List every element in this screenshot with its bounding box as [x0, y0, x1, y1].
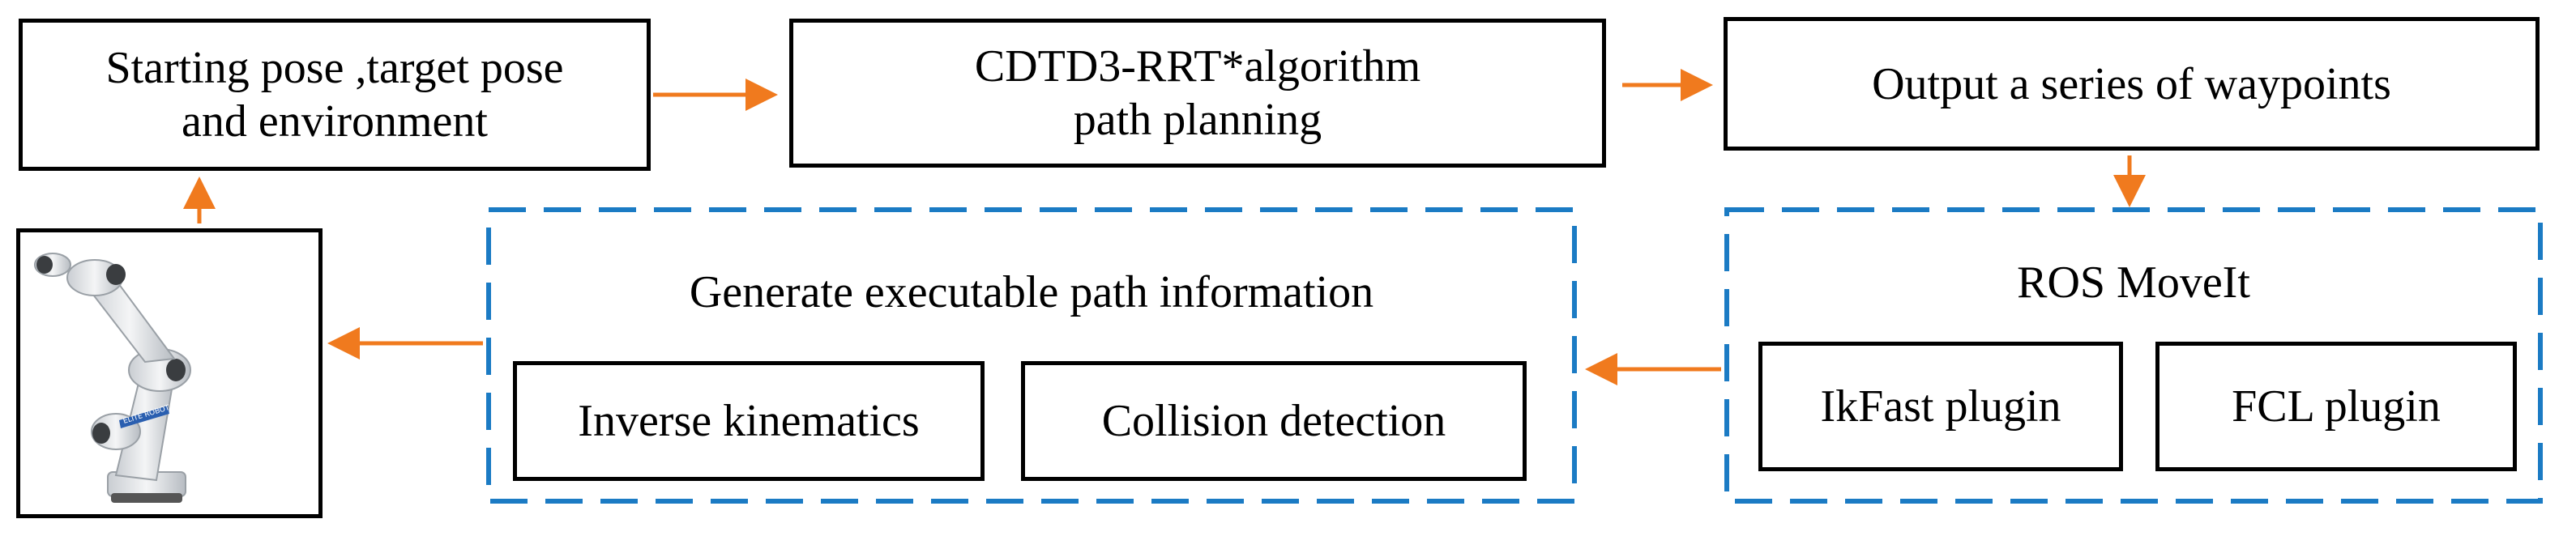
robot-arm-icon: ELITE ROBOT: [34, 253, 191, 503]
start-pose-line2: and environment: [182, 96, 488, 147]
inverse-kinematics-box: Inverse kinematics: [513, 361, 985, 481]
collision-detection-label: Collision detection: [1101, 396, 1446, 446]
algorithm-line2: path planning: [1073, 95, 1322, 145]
fcl-plugin-box: FCL plugin: [2155, 342, 2517, 471]
ikfast-plugin-label: IkFast plugin: [1820, 381, 2061, 432]
algorithm-box: CDTD3-RRT*algorithm path planning: [789, 19, 1606, 168]
path-info-dashed-border: [486, 207, 1577, 504]
path-info-title: Generate executable path information: [689, 267, 1374, 317]
robot-arm-image: ELITE ROBOT: [16, 228, 323, 518]
start-pose-box: Starting pose ,target pose and environme…: [19, 19, 651, 171]
fcl-plugin-label: FCL plugin: [2232, 381, 2441, 432]
start-pose-line1: Starting pose ,target pose: [105, 43, 564, 93]
waypoints-box: Output a series of waypoints: [1724, 17, 2540, 151]
algorithm-line1: CDTD3-RRT*algorithm: [974, 41, 1421, 91]
ros-moveit-group: ROS MoveIt: [1724, 207, 2543, 504]
collision-detection-box: Collision detection: [1021, 361, 1527, 481]
ros-moveit-dashed-border: [1724, 207, 2543, 504]
path-info-group: Generate executable path information: [486, 207, 1577, 504]
ros-moveit-title: ROS MoveIt: [2017, 257, 2250, 308]
ikfast-plugin-box: IkFast plugin: [1758, 342, 2123, 471]
inverse-kinematics-label: Inverse kinematics: [578, 396, 920, 446]
waypoints-text: Output a series of waypoints: [1872, 58, 2391, 109]
